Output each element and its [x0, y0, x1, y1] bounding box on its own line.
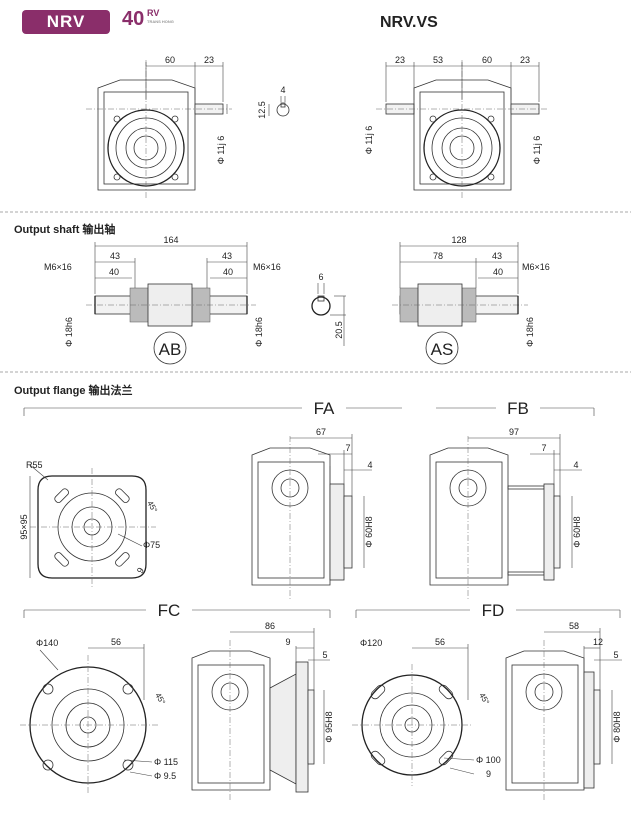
shaft-as-drawing [392, 283, 528, 327]
fc-bolt-circle: Φ 115 [154, 757, 178, 767]
shaft-ab-dims [94, 242, 248, 365]
fc-dim-56: 56 [111, 637, 121, 647]
as-label: AS [431, 340, 454, 359]
brand-subtext: TRANS HONG [147, 19, 174, 24]
fc-outer-dia: Φ140 [36, 638, 58, 648]
flange-fa-label: FA [314, 399, 335, 418]
shaft-ab-drawing [86, 283, 256, 327]
top-right-gearbox [376, 60, 548, 200]
as-dia: Φ 18h6 [525, 317, 535, 347]
top-key-detail [268, 96, 290, 117]
key-width: 4 [280, 85, 285, 95]
fa-side-view [251, 436, 353, 600]
fd-dim-12: 12 [593, 637, 603, 647]
ab-total-length: 164 [163, 235, 178, 245]
top-left-gearbox [86, 60, 232, 200]
section-key-width: 6 [318, 272, 323, 282]
brand-size: 40 [122, 8, 145, 30]
flange-fd-label: FD [482, 601, 505, 620]
top-right-dim-23a: 23 [395, 55, 405, 65]
ab-thread-right: M6×16 [253, 262, 281, 272]
fc-angle: 45° [153, 691, 167, 706]
model-title: NRV.VS [380, 14, 438, 31]
fc-dim-9: 9 [285, 637, 290, 647]
fd-outer-dia: Φ120 [360, 638, 382, 648]
as-dim-40: 40 [493, 267, 503, 277]
fc-dim-5: 5 [322, 650, 327, 660]
fa-dim-7: 7 [345, 443, 350, 453]
fd-hole: 9 [486, 769, 491, 779]
key-height: 12.5 [257, 101, 267, 119]
fc-round-flange [20, 644, 160, 795]
fb-dim-97: 97 [509, 427, 519, 437]
brand-logo: 40 RV TRANS HONG [122, 8, 174, 31]
brand-series: RV [147, 8, 160, 18]
square-flange-drawing [29, 464, 156, 588]
as-thread: M6×16 [522, 262, 550, 272]
top-left-dims [145, 62, 228, 114]
fc-dim-86: 86 [265, 621, 275, 631]
shaft-section [311, 283, 346, 346]
fb-side-view [429, 436, 561, 600]
fa-pilot: Φ 60H8 [364, 516, 374, 547]
square-flange-bolt-circle: Φ75 [143, 540, 160, 550]
ab-dia-right: Φ 18h6 [254, 317, 264, 347]
square-flange-radius: R55 [26, 460, 43, 470]
ab-right-40: 40 [223, 267, 233, 277]
top-left-shaft-dia: Φ 11j 6 [216, 136, 226, 165]
fb-dim-4: 4 [573, 460, 578, 470]
fd-bolt-circle: Φ 100 [476, 755, 501, 765]
square-flange-angle: 45° [145, 499, 159, 514]
ab-left-43: 43 [110, 251, 120, 261]
fa-dim-4: 4 [367, 460, 372, 470]
series-badge: NRV [22, 10, 110, 34]
top-right-dim-53: 53 [433, 55, 443, 65]
fb-pilot: Φ 60H8 [572, 516, 582, 547]
fd-pilot: Φ 80H8 [612, 711, 622, 742]
as-dim-78: 78 [433, 251, 443, 261]
ab-left-40: 40 [109, 267, 119, 277]
fc-fd-header-lines [23, 609, 621, 618]
top-right-dim-23b: 23 [520, 55, 530, 65]
fd-side-view [505, 640, 601, 800]
fd-angle: 45° [477, 691, 491, 706]
ab-label: AB [159, 340, 182, 359]
top-right-dims [385, 62, 540, 102]
top-right-dim-60: 60 [482, 55, 492, 65]
flange-fc-label: FC [158, 601, 181, 620]
fa-dim-67: 67 [316, 427, 326, 437]
fd-dim-5: 5 [613, 650, 618, 660]
ab-thread-left: M6×16 [44, 262, 72, 272]
ab-dia-left: Φ 18h6 [64, 317, 74, 347]
fb-dims [468, 434, 582, 568]
output-shaft-title: Output shaft 输出轴 [14, 224, 116, 236]
shaft-as-dims [399, 242, 519, 365]
output-flange-title: Output flange 输出法兰 [14, 385, 133, 397]
fd-dim-56: 56 [435, 637, 445, 647]
fa-dims [290, 434, 372, 568]
flange-fb-label: FB [507, 399, 529, 418]
fc-hole-dia: Φ 9.5 [154, 771, 176, 781]
fd-round-flange [352, 644, 475, 786]
square-flange-hole: 9 [135, 566, 146, 575]
fc-dims [230, 628, 330, 764]
fc-pilot: Φ 95H8 [324, 711, 334, 742]
fd-dims [544, 628, 622, 764]
ab-right-43: 43 [222, 251, 232, 261]
fb-dim-7: 7 [541, 443, 546, 453]
fc-side-view [191, 640, 315, 800]
fa-fb-header-lines [23, 407, 595, 416]
as-dim-43: 43 [492, 251, 502, 261]
section-height: 20.5 [334, 321, 344, 339]
square-flange-size: 95×95 [19, 514, 29, 539]
top-left-dim-60: 60 [165, 55, 175, 65]
as-total-length: 128 [451, 235, 466, 245]
top-right-dia-left: Φ 11j 6 [364, 126, 374, 155]
top-right-dia-right: Φ 11j 6 [532, 136, 542, 165]
top-left-dim-23: 23 [204, 55, 214, 65]
fd-dim-58: 58 [569, 621, 579, 631]
